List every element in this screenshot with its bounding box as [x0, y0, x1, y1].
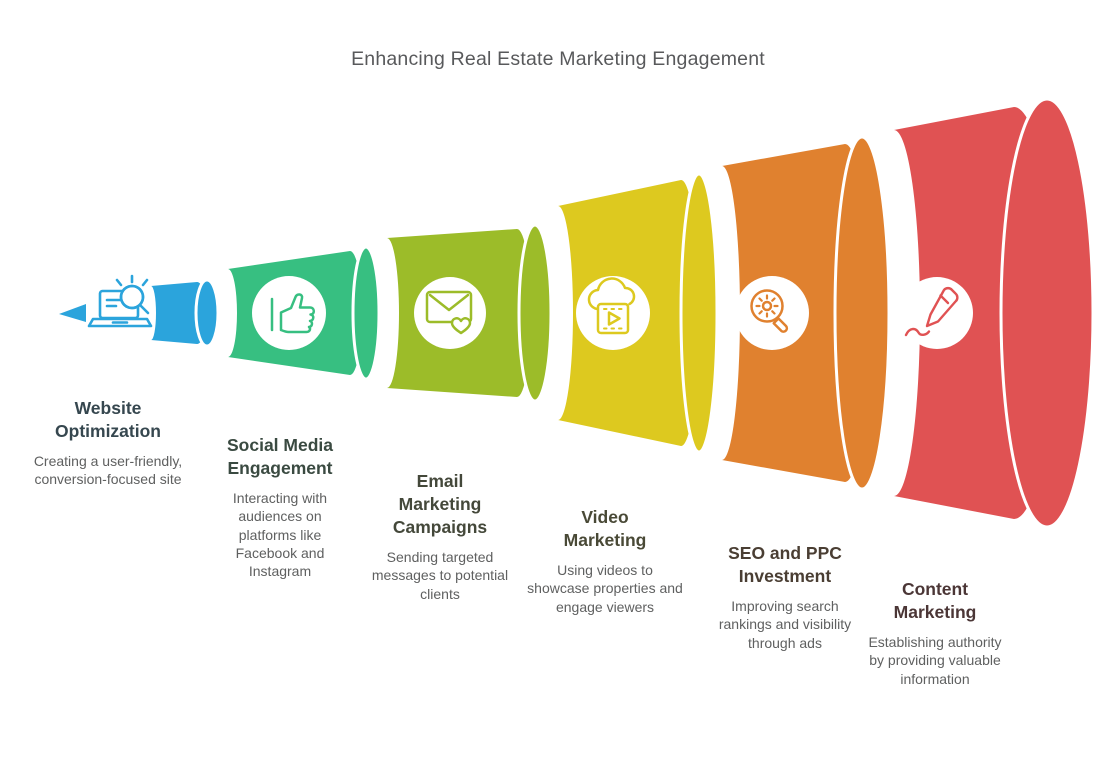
envelope-heart-icon: [425, 290, 473, 335]
stage-description: Creating a user-friendly, conversion-foc…: [33, 453, 183, 488]
stage-label-seo: SEO and PPC Investment Improving search …: [695, 542, 875, 652]
funnel-stage-seo: [722, 135, 891, 491]
pen-icon: [904, 286, 959, 337]
funnel-stage-video: [558, 172, 719, 454]
stage-label-website: Website Optimization Creating a user-fri…: [23, 397, 193, 489]
page-title: Enhancing Real Estate Marketing Engageme…: [351, 48, 765, 70]
laptop-search-icon: [87, 274, 153, 328]
search-gear-icon: [750, 289, 789, 333]
stage-cap: [833, 135, 891, 491]
stage-title: SEO and PPC Investment: [728, 543, 842, 587]
stage-title: Social Media Engagement: [226, 435, 333, 479]
funnel-stage-email: [387, 223, 553, 403]
stage-description: Sending targeted messages to potential c…: [371, 549, 509, 602]
stage-cap: [517, 223, 553, 403]
stage-description: Using videos to showcase properties and …: [527, 562, 683, 615]
funnel-tip-arrow-icon: [59, 304, 86, 322]
thumbs-up-icon: [270, 293, 316, 334]
icon-circle: [735, 276, 809, 350]
stage-title: Content Marketing: [893, 579, 977, 623]
stage-label-email: Email Marketing Campaigns Sending target…: [355, 470, 525, 603]
stage-cap: [999, 97, 1095, 529]
stage-label-social: Social Media Engagement Interacting with…: [200, 434, 360, 580]
stage-label-video: Video Marketing Using videos to showcase…: [520, 506, 690, 616]
funnel-stage-website: [59, 274, 220, 348]
stage-description: Interacting with audiences on platforms …: [232, 490, 328, 579]
icon-circle: [901, 277, 973, 349]
video-cloud-icon: [587, 277, 636, 335]
stage-label-content: Content Marketing Establishing authority…: [850, 578, 1020, 688]
stage-description: Establishing authority by providing valu…: [868, 634, 1002, 687]
stage-description: Improving search rankings and visibility…: [718, 598, 852, 651]
stage-cap: [194, 278, 220, 348]
stage-title: Email Marketing Campaigns: [392, 471, 488, 538]
icon-circle: [414, 277, 486, 349]
funnel-stage-content: [894, 97, 1095, 529]
stage-cap: [679, 172, 719, 454]
icon-circle: [252, 276, 326, 350]
funnel-stage-social: [228, 245, 381, 381]
stage-body: [151, 282, 207, 344]
stage-title: Video Marketing: [563, 507, 647, 551]
stage-cap: [351, 245, 381, 381]
stage-title: Website Optimization: [55, 398, 161, 442]
